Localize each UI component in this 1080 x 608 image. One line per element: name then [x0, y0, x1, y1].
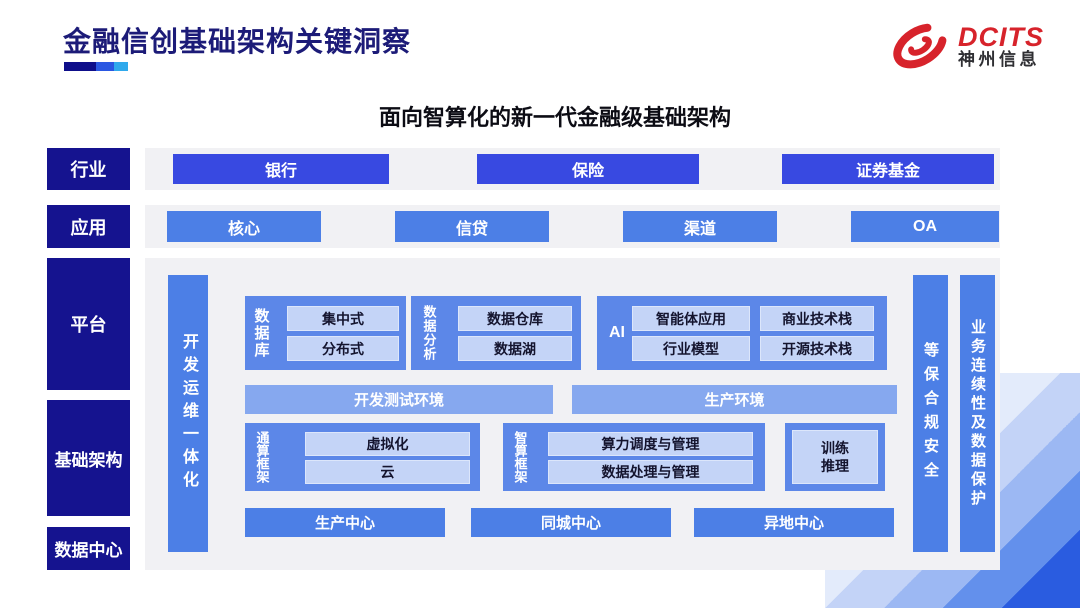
general-compute-item-cloud: 云	[305, 460, 470, 484]
platform-panel: 开发运维一体化 数据库 集中式 分布式 数据分析 数据仓库 数据湖 AI 智能体…	[145, 258, 1000, 570]
application-strip: 核心 信贷 渠道 OA	[145, 205, 1000, 248]
continuity-protection-label: 业务连续性及数据保护	[969, 318, 986, 509]
ai-item-industry-model: 行业模型	[632, 336, 750, 361]
center-same-city: 同城中心	[471, 508, 671, 537]
industry-item-securities: 证券基金	[782, 154, 994, 184]
intelligent-compute-section: 智算框架 算力调度与管理 数据处理与管理	[503, 423, 765, 491]
row-label-datacenter: 数据中心	[47, 527, 130, 570]
training-inference-box: 训练 推理	[785, 423, 885, 491]
database-section: 数据库 集中式 分布式	[245, 296, 406, 370]
underline-segment	[64, 62, 96, 71]
ai-section: AI 智能体应用 商业技术栈 行业模型 开源技术栈	[597, 296, 887, 370]
ai-item-agent-app: 智能体应用	[632, 306, 750, 331]
industry-strip: 银行 保险 证券基金	[145, 148, 1000, 190]
training-inference-label: 训练 推理	[792, 430, 878, 484]
intelligent-compute-label: 智算框架	[512, 431, 528, 483]
devops-bar-label: 开发运维一体化	[180, 333, 197, 494]
page-title: 金融信创基础架构关键洞察	[63, 26, 412, 57]
logo-company-name: 神州信息	[958, 50, 1040, 70]
application-item-channel: 渠道	[623, 211, 777, 242]
security-compliance-label: 等保合规安全	[922, 341, 939, 486]
general-compute-item-virtualization: 虚拟化	[305, 432, 470, 456]
row-label-platform: 平台	[47, 258, 130, 390]
dcits-swirl-icon	[893, 23, 947, 69]
database-item-distributed: 分布式	[287, 336, 399, 361]
analytics-section-label: 数据分析	[421, 305, 437, 361]
intelligent-compute-item-scheduling: 算力调度与管理	[548, 432, 753, 456]
title-underline	[64, 62, 128, 71]
underline-segment	[96, 62, 114, 71]
application-item-core: 核心	[167, 211, 321, 242]
center-production: 生产中心	[245, 508, 445, 537]
diagram-title: 面向智算化的新一代金融级基础架构	[378, 105, 731, 130]
database-item-centralized: 集中式	[287, 306, 399, 331]
general-compute-section: 通算框架 虚拟化 云	[245, 423, 480, 491]
ai-item-opensource-stack: 开源技术栈	[760, 336, 874, 361]
production-env-bar: 生产环境	[572, 385, 897, 414]
row-label-infrastructure: 基础架构	[47, 400, 130, 516]
underline-segment	[114, 62, 128, 71]
intelligent-compute-item-dataproc: 数据处理与管理	[548, 460, 753, 484]
logo-brand: DCITS	[958, 21, 1044, 52]
analytics-item-warehouse: 数据仓库	[458, 306, 572, 331]
application-item-credit: 信贷	[395, 211, 549, 242]
company-logo: DCITS 神州信息	[890, 18, 1044, 74]
dev-test-env-bar: 开发测试环境	[245, 385, 553, 414]
industry-item-insurance: 保险	[477, 154, 699, 184]
application-item-oa: OA	[851, 211, 999, 242]
center-remote: 异地中心	[694, 508, 894, 537]
continuity-protection-bar: 业务连续性及数据保护	[960, 275, 995, 552]
row-label-application: 应用	[47, 205, 130, 248]
analytics-section: 数据分析 数据仓库 数据湖	[411, 296, 581, 370]
industry-item-bank: 银行	[173, 154, 389, 184]
ai-item-commercial-stack: 商业技术栈	[760, 306, 874, 331]
analytics-item-lake: 数据湖	[458, 336, 572, 361]
ai-section-label: AI	[609, 324, 625, 341]
devops-bar: 开发运维一体化	[168, 275, 208, 552]
database-section-label: 数据库	[252, 307, 270, 359]
security-compliance-bar: 等保合规安全	[913, 275, 948, 552]
row-label-industry: 行业	[47, 148, 130, 190]
general-compute-label: 通算框架	[254, 431, 270, 483]
